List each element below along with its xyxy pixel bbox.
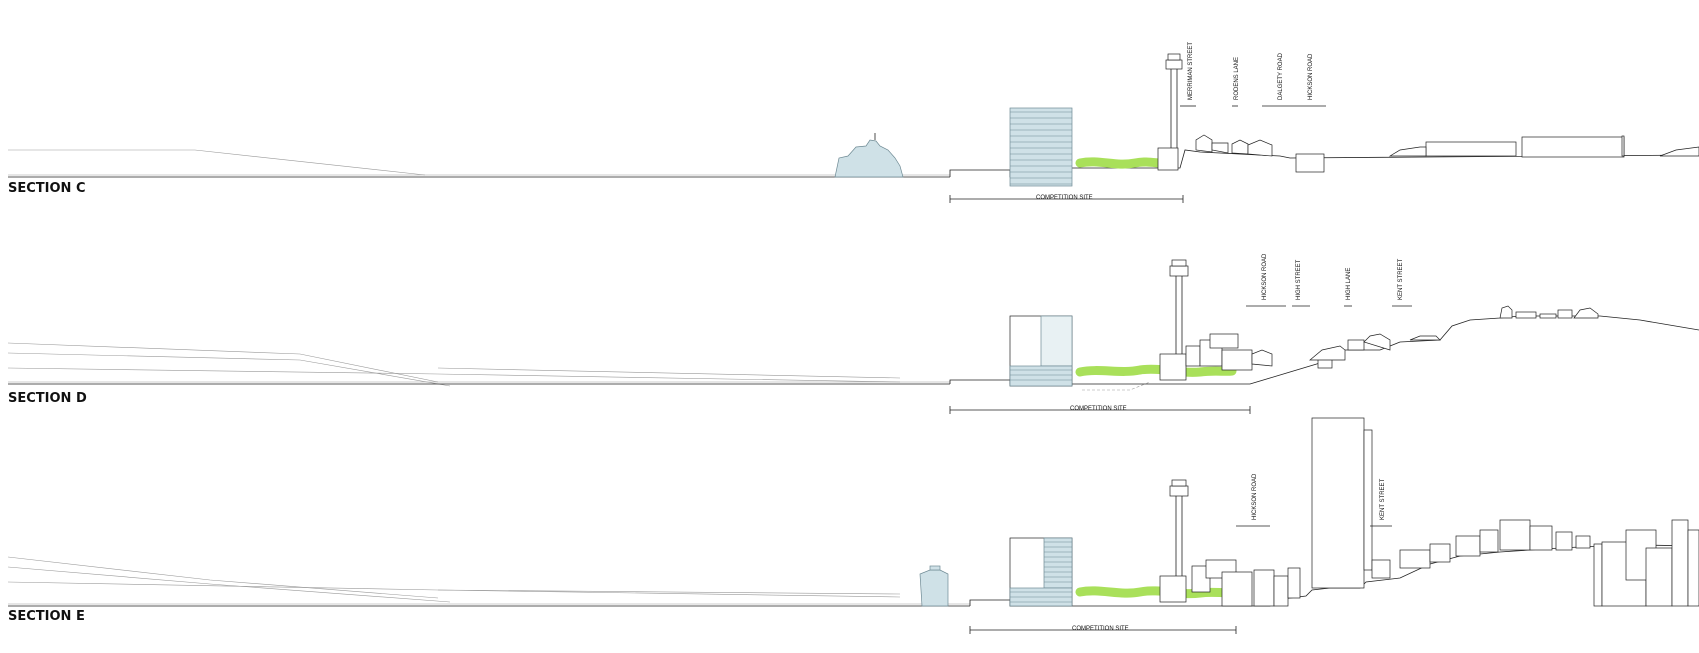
section-c: MERRIMAN STREET RODENS LANE DALGETY ROAD… [8, 42, 1699, 203]
glass-tower-c [1009, 107, 1073, 187]
section-e: HICKSON ROAD KENT STREET COMPETITION SIT… [7, 417, 1699, 634]
competition-site-label-c: COMPETITION SITE [1036, 195, 1093, 201]
street-label-c-1: MERRIMAN STREET [1188, 42, 1194, 100]
section-d: HICKSON ROAD HIGH STREET HIGH LANE KENT … [7, 253, 1699, 414]
landscape-d [1075, 364, 1237, 377]
section-title-c: SECTION C [8, 181, 86, 196]
competition-site-label-d: COMPETITION SITE [1070, 406, 1127, 412]
street-label-e-1: HICKSON ROAD [1252, 473, 1258, 520]
street-label-c-4: HICKSON ROAD [1308, 53, 1314, 100]
street-label-c-2: RODENS LANE [1234, 57, 1240, 100]
section-title-e: SECTION E [8, 609, 85, 624]
competition-site-label-e: COMPETITION SITE [1072, 626, 1129, 632]
street-label-e-2: KENT STREET [1380, 478, 1386, 520]
section-title-d: SECTION D [8, 391, 87, 406]
ship-c [834, 139, 904, 178]
buildings-c [1195, 134, 1699, 173]
control-tower-e [1159, 479, 1189, 603]
street-label-d-4: KENT STREET [1398, 258, 1404, 300]
street-label-c-3: DALGETY ROAD [1278, 52, 1284, 100]
street-label-d-1: HICKSON ROAD [1262, 253, 1268, 300]
buildings-d [1185, 305, 1599, 371]
street-label-d-2: HIGH STREET [1296, 259, 1302, 300]
ship-e [919, 569, 949, 607]
buildings-e [1191, 417, 1699, 607]
control-tower-d [1159, 259, 1189, 381]
street-label-d-3: HIGH LANE [1346, 268, 1352, 300]
control-tower-c [1157, 53, 1183, 171]
tall-tower-e [1311, 417, 1365, 589]
